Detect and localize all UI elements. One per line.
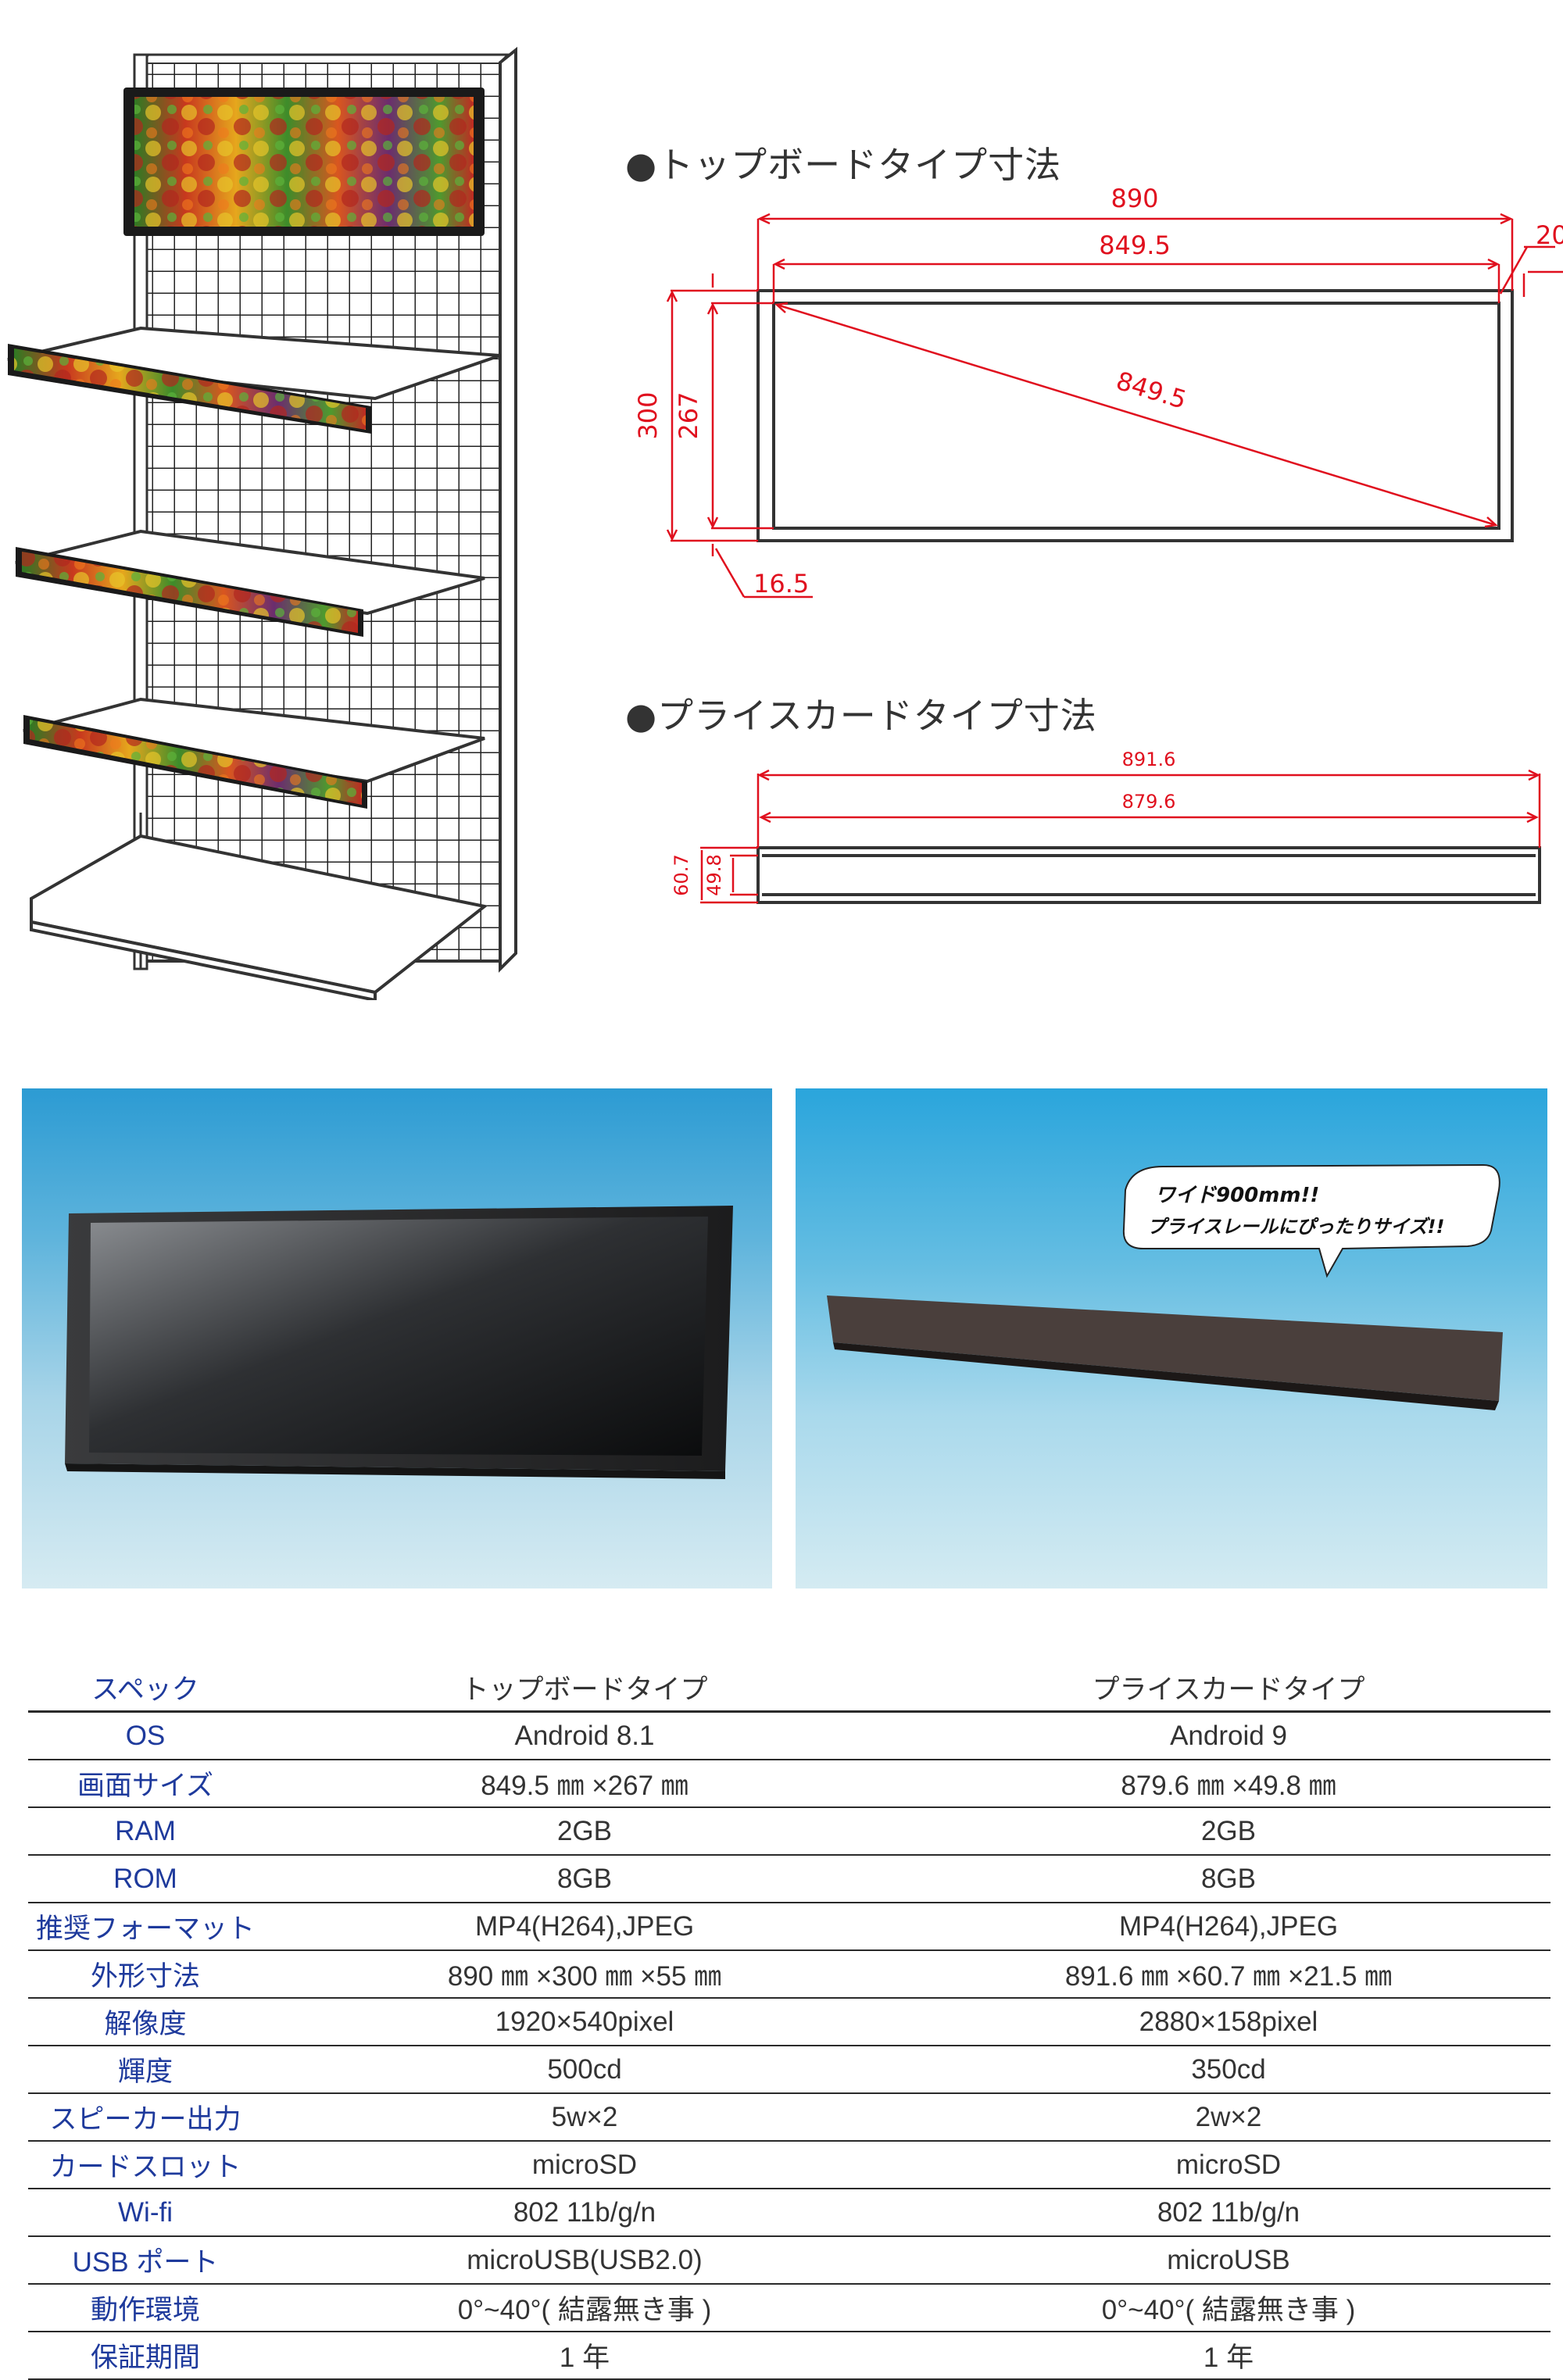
spec-row-price-card-value: 891.6 ㎜ ×60.7 ㎜ ×21.5 ㎜: [907, 1950, 1550, 1999]
spec-row-label: 推奨フォーマット: [28, 1903, 263, 1951]
shelf-illustration: [7, 46, 517, 1000]
spec-row-price-card-value: 8GB: [907, 1855, 1550, 1903]
price-card-dimension-diagram: 891.6 879.6 60.7 49.8: [671, 749, 1541, 904]
spec-row-label: 画面サイズ: [28, 1760, 263, 1808]
price-card-dimension-lines: [700, 769, 1541, 904]
dim-top-diagonal: 849.5: [1113, 366, 1190, 415]
spec-row-label: 解像度: [28, 1998, 263, 2046]
spec-table-header: スペック トップボードタイプ プライスカードタイプ: [28, 1664, 1550, 1713]
callout-line-2: プライスレールにぴったりサイズ!!: [1147, 1216, 1444, 1238]
dim-top-depth: 20: [1536, 220, 1563, 250]
spec-row-top-board-value: microSD: [263, 2141, 907, 2189]
price-card-bar-image: ワイド900mm!! プライスレールにぴったりサイズ!!: [827, 1163, 1503, 1410]
top-board-dimension-diagram: 890 849.5 849.5 300 267 16.5 20: [633, 184, 1563, 599]
spec-row-price-card-value: 350cd: [907, 2046, 1550, 2094]
spec-row-price-card-value: microUSB: [907, 2236, 1550, 2285]
spec-row-price-card-value: 1 年: [907, 2332, 1550, 2380]
price-card-dimensions-heading: ●プライスカードタイプ寸法: [625, 695, 1097, 737]
shelf-boards: [7, 326, 501, 1000]
spec-row-top-board-value: 849.5 ㎜ ×267 ㎜: [263, 1760, 907, 1808]
spec-row-top-board-value: microUSB(USB2.0): [263, 2236, 907, 2285]
dim-top-bezel: 16.5: [753, 569, 809, 599]
dim-top-width-inner: 849.5: [1099, 230, 1171, 260]
dim-price-height-outer: 60.7: [671, 854, 692, 895]
spec-row-label: 輝度: [28, 2046, 263, 2094]
spec-row-price-card-value: 2GB: [907, 1807, 1550, 1856]
top-board-product-photo: [22, 1088, 772, 1588]
spec-row-top-board-value: 2GB: [263, 1807, 907, 1856]
spec-row-label: ROM: [28, 1855, 263, 1903]
spec-row-price-card-value: 2w×2: [907, 2093, 1550, 2142]
spec-header-top-board: トップボードタイプ: [263, 1664, 907, 1713]
spec-row-top-board-value: 500cd: [263, 2046, 907, 2094]
top-board-dimension-lines: [666, 213, 1563, 599]
spec-row-price-card-value: 802 11b/g/n: [907, 2189, 1550, 2237]
dim-top-width-outer: 890: [1111, 184, 1158, 213]
callout-bubble: ワイド900mm!! プライスレールにぴったりサイズ!!: [1122, 1163, 1500, 1278]
spec-row-label: スピーカー出力: [28, 2093, 263, 2142]
spec-row-top-board-value: 0°~40°( 結露無き事 ): [263, 2284, 907, 2332]
spec-row-label: 保証期間: [28, 2332, 263, 2380]
spec-row-label: Wi-fi: [28, 2189, 263, 2237]
spec-row-price-card-value: 0°~40°( 結露無き事 ): [907, 2284, 1550, 2332]
spec-row-label: 動作環境: [28, 2284, 263, 2332]
dim-price-width-inner: 879.6: [1122, 791, 1176, 813]
price-card-product-photo: ワイド900mm!! プライスレールにぴったりサイズ!!: [796, 1088, 1547, 1588]
dim-top-height-outer: 300: [633, 391, 663, 439]
dim-price-height-inner: 49.8: [703, 854, 725, 895]
top-board-monitor-image: [65, 1206, 733, 1479]
spec-row-price-card-value: 2880×158pixel: [907, 1998, 1550, 2046]
dim-top-height-inner: 267: [674, 391, 703, 439]
spec-row-label: 外形寸法: [28, 1950, 263, 1999]
spec-row-label: OS: [28, 1711, 263, 1760]
spec-row-price-card-value: Android 9: [907, 1711, 1550, 1760]
spec-row-label: カードスロット: [28, 2141, 263, 2189]
spec-row-top-board-value: 1 年: [263, 2332, 907, 2380]
spec-row-top-board-value: 1920×540pixel: [263, 1998, 907, 2046]
spec-row-label: RAM: [28, 1807, 263, 1856]
spec-row-top-board-value: 890 ㎜ ×300 ㎜ ×55 ㎜: [263, 1950, 907, 1999]
spec-row-top-board-value: MP4(H264),JPEG: [263, 1903, 907, 1951]
spec-row-top-board-value: 802 11b/g/n: [263, 2189, 907, 2237]
top-board-outline: [756, 289, 1514, 542]
spec-row-price-card-value: 879.6 ㎜ ×49.8 ㎜: [907, 1760, 1550, 1808]
spec-row-price-card-value: MP4(H264),JPEG: [907, 1903, 1550, 1951]
price-card-outline: [756, 846, 1541, 904]
spec-row-top-board-value: Android 8.1: [263, 1711, 907, 1760]
top-board-display: [123, 88, 485, 236]
spec-row-price-card-value: microSD: [907, 2141, 1550, 2189]
dim-price-width-outer: 891.6: [1122, 749, 1176, 770]
top-board-dimensions-heading: ●トップボードタイプ寸法: [625, 144, 1062, 186]
spec-header-label: スペック: [28, 1664, 263, 1713]
spec-row-top-board-value: 5w×2: [263, 2093, 907, 2142]
spec-row-top-board-value: 8GB: [263, 1855, 907, 1903]
callout-line-1: ワイド900mm!!: [1155, 1184, 1319, 1207]
price-card-displays: [8, 344, 371, 809]
spec-row-label: USB ポート: [28, 2236, 263, 2285]
spec-header-price-card: プライスカードタイプ: [907, 1664, 1550, 1713]
